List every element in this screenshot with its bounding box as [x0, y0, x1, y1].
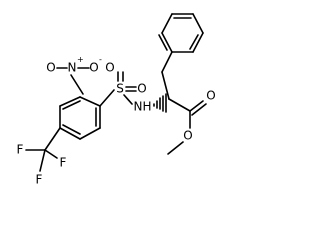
nitro-o-left-label: O [46, 61, 55, 75]
sulfonyl-o-left-label: O [105, 61, 114, 75]
ring-bond-6-inner [62, 100, 81, 110]
ring-bond-1 [79, 96, 101, 107]
ring-bond-4 [59, 127, 81, 140]
fluorine-top-label: F [60, 156, 67, 170]
phenyl-bond-1-inner [158, 34, 168, 51]
bond-s-n [123, 94, 133, 105]
bond-calpha-carbonyl [168, 98, 191, 112]
molecule-structure-canvas: O N + O - F F F O S O [17, 13, 216, 187]
bond-c-o-double-a [189, 100, 204, 112]
ring-bond-4-inner [62, 124, 81, 135]
bond-nitro-n-ring [70, 74, 84, 95]
bond-o-methyl [167, 141, 184, 155]
fluorine-left-label: F [17, 143, 24, 157]
methyl-ester: O O [167, 89, 216, 155]
bond-c-o-double-b [191, 103, 207, 116]
sulfonyl-group: O S O [99, 61, 147, 107]
ester-o-carbonyl-label: O [206, 89, 215, 103]
ester-o-methoxy-label: O [183, 129, 192, 143]
bond-ch2-phenyl [161, 51, 173, 73]
phenyl-bond-5 [192, 32, 204, 53]
nitro-o-right-label: O [89, 61, 98, 75]
molecule-structure: O N + O - F F F O S O [17, 13, 216, 187]
bond-ring-cf3 [44, 127, 61, 151]
nitro-plus-charge: + [77, 55, 84, 64]
trifluoromethyl-group: F F F [17, 127, 67, 187]
amine-nh: N H [134, 100, 152, 114]
phenyl-bond-2 [161, 13, 173, 34]
sulfonyl-o-right-label: O [137, 82, 146, 96]
ring-bond-3 [79, 127, 101, 140]
amide-h-label: H [142, 100, 151, 114]
phenyl-bond-1 [161, 32, 173, 53]
bond-ring-s [99, 89, 115, 107]
fluorine-bottom-label: F [36, 173, 43, 187]
phenyl-bond-5-inner [189, 34, 199, 50]
nitro-minus-charge: - [99, 55, 102, 64]
aryl-ring [59, 96, 101, 140]
bond-c-f-bottom [39, 149, 46, 172]
nitro-group: O N + O - [46, 55, 102, 95]
bond-calpha-ch2 [161, 71, 170, 100]
sulfur-label: S [116, 82, 124, 96]
amide-n-label: N [134, 100, 143, 114]
phenyl-bond-4 [192, 13, 204, 34]
phenyl-ring [158, 13, 204, 73]
alpha-carbon [153, 71, 191, 113]
bond-c-f-top [44, 149, 58, 159]
ring-bond-6 [59, 96, 81, 107]
nitro-n-label: N [68, 61, 77, 75]
